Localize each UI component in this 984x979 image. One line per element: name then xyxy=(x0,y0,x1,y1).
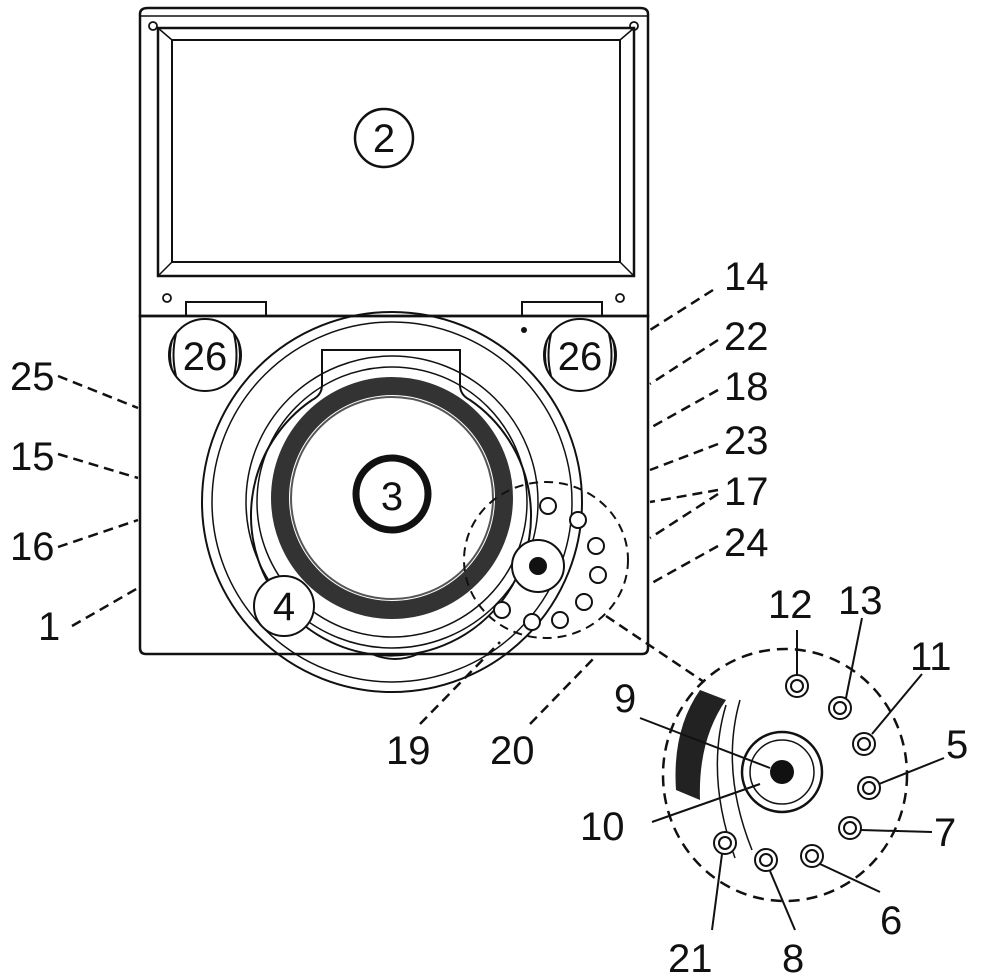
zoom-button-7 xyxy=(838,816,862,840)
panel-button xyxy=(589,566,607,584)
disc-edge-hatch xyxy=(675,690,726,800)
callout-3: 3 xyxy=(381,475,403,519)
screen-bezel xyxy=(156,26,636,278)
panel-button xyxy=(493,601,511,619)
callout-5: 5 xyxy=(946,723,968,767)
callout-4: 4 xyxy=(273,585,295,629)
callout-19: 19 xyxy=(386,729,431,773)
disc-ring xyxy=(271,377,513,619)
callout-1: 1 xyxy=(38,605,60,649)
screen-panel xyxy=(171,39,621,263)
zoom-button-12 xyxy=(785,674,809,698)
panel-button xyxy=(523,613,541,631)
callout-23: 23 xyxy=(724,419,769,463)
zoom-button-13 xyxy=(828,696,852,720)
callout-26-right: 26 xyxy=(558,335,603,379)
callout-labels: 14 22 18 23 17 24 25 15 16 1 19 20 12 13… xyxy=(10,255,968,979)
callout-17: 17 xyxy=(724,470,769,514)
callout-13: 13 xyxy=(838,579,883,623)
zoom-region xyxy=(463,481,629,639)
callout-12: 12 xyxy=(768,583,813,627)
zoom-button-21 xyxy=(713,831,737,855)
zoom-button-6 xyxy=(800,844,824,868)
enter-button-icon xyxy=(770,760,794,784)
callout-10: 10 xyxy=(580,805,625,849)
speaker-left: 26 xyxy=(168,318,242,392)
callout-7: 7 xyxy=(934,811,956,855)
hinge-left xyxy=(185,301,267,317)
disc-door-outer-2 xyxy=(211,321,573,683)
disc-door-outer xyxy=(201,311,583,693)
callout-6: 6 xyxy=(880,899,902,943)
panel-button xyxy=(587,537,605,555)
callout-20: 20 xyxy=(490,729,535,773)
base-outline xyxy=(138,314,650,656)
zoom-button-8 xyxy=(754,848,778,872)
callout-21: 21 xyxy=(668,937,713,979)
panel-button xyxy=(569,511,587,529)
base xyxy=(138,311,650,693)
lid-outline xyxy=(138,6,650,318)
callout-15: 15 xyxy=(10,435,55,479)
zoom-button-5 xyxy=(857,776,881,800)
callout-24: 24 xyxy=(724,521,769,565)
zoom-link xyxy=(605,614,705,684)
callout-9: 9 xyxy=(614,677,636,721)
control-panel xyxy=(463,481,629,639)
disc-spindle xyxy=(352,454,432,534)
callout-11: 11 xyxy=(910,635,952,679)
panel-button xyxy=(539,497,557,515)
zoom-detail xyxy=(605,614,909,903)
screw-icon xyxy=(629,21,639,31)
zoom-button-11 xyxy=(852,732,876,756)
callout-26-left: 26 xyxy=(183,335,228,379)
open-button xyxy=(253,575,315,637)
callout-2: 2 xyxy=(373,117,395,161)
zoom-leader-lines xyxy=(639,617,945,931)
indicator-led xyxy=(521,327,527,333)
screw-icon xyxy=(162,293,172,303)
callout-25: 25 xyxy=(10,355,55,399)
callout-circle xyxy=(353,107,415,169)
panel-button xyxy=(551,611,569,629)
screw-icon xyxy=(148,21,158,31)
lid xyxy=(138,6,650,318)
disc-door-notch xyxy=(250,349,532,657)
callout-18: 18 xyxy=(724,365,769,409)
callout-22: 22 xyxy=(724,315,769,359)
speaker-right: 26 xyxy=(543,318,617,392)
callout-8: 8 xyxy=(782,937,804,979)
leader-lines xyxy=(57,288,719,725)
hinge-right xyxy=(521,301,603,317)
callout-14: 14 xyxy=(724,255,769,299)
screw-icon xyxy=(615,293,625,303)
panel-button xyxy=(575,593,593,611)
callout-16: 16 xyxy=(10,525,55,569)
